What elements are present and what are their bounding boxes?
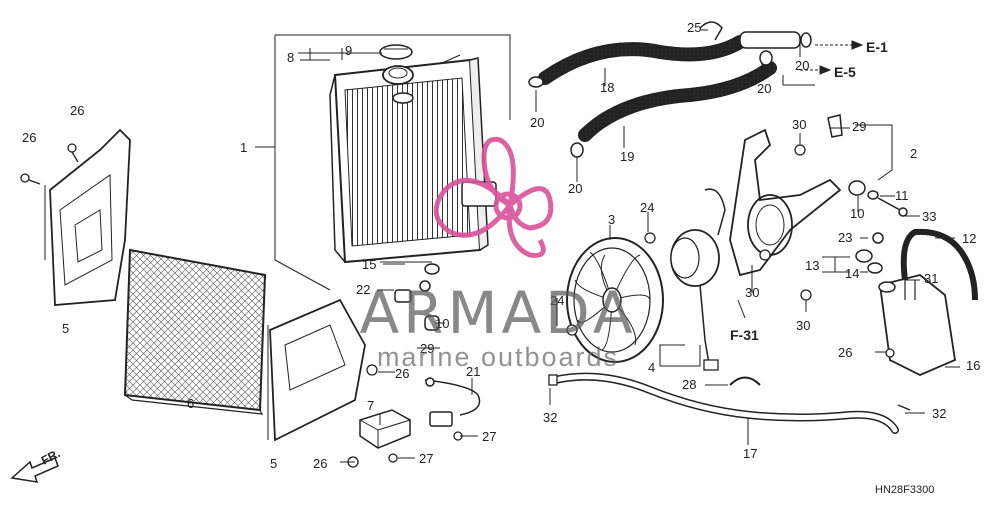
tube-clip: [548, 374, 911, 411]
radiator: [329, 57, 497, 275]
callout-c20b: 20: [568, 181, 582, 196]
callout-c30a: 30: [792, 117, 806, 132]
filler-neck: [382, 65, 414, 85]
callout-c28: 28: [682, 377, 696, 392]
callout-c18: 18: [600, 80, 614, 95]
callout-c26d: 26: [313, 456, 327, 471]
callout-c5b: 5: [270, 456, 277, 471]
reference-e5[interactable]: E-5: [834, 64, 856, 80]
callout-c5a: 5: [62, 321, 69, 336]
callout-c24b: 24: [550, 293, 564, 308]
reserve-tank-hose: [900, 228, 978, 301]
callout-c15: 15: [362, 257, 376, 272]
callout-c21: 21: [466, 364, 480, 379]
callout-c24a: 24: [640, 200, 654, 215]
callout-c23: 23: [838, 230, 852, 245]
callout-c25: 25: [687, 20, 701, 35]
callout-c8: 8: [287, 50, 294, 65]
fan-shroud: [729, 128, 842, 277]
callout-c10a: 10: [435, 316, 449, 331]
callout-c20c: 20: [757, 81, 771, 96]
callout-c31: 31: [924, 271, 938, 286]
cooling-fan: [566, 237, 664, 363]
callout-c32b: 32: [932, 406, 946, 421]
front-arrow-icon: [10, 456, 59, 483]
watermark-brand: ARMADA: [359, 279, 636, 347]
callout-c14: 14: [845, 266, 859, 281]
hose-clamp: [528, 32, 812, 158]
watermark-text: ARMADA marine outboards: [359, 279, 636, 372]
side-cover-right: [267, 298, 366, 442]
callout-c9: 9: [345, 43, 352, 58]
reserve-tank: [878, 274, 956, 376]
reference-arrow: [800, 40, 864, 75]
thermo-switch-harness: [424, 377, 481, 427]
callout-c20a: 20: [530, 115, 544, 130]
callout-c20d: 20: [795, 58, 809, 73]
washer: [848, 180, 908, 217]
overflow-tube: [551, 372, 899, 434]
hose-clip: [699, 21, 723, 41]
bolt: [20, 143, 79, 185]
callout-c26b: 26: [22, 130, 36, 145]
callout-c16: 16: [966, 358, 980, 373]
callout-c13: 13: [805, 258, 819, 273]
callout-c12: 12: [962, 231, 976, 246]
side-cover-left: [44, 128, 131, 306]
bolt: [347, 364, 463, 468]
callout-c30c: 30: [796, 318, 810, 333]
radiator-hose-lower: [578, 61, 777, 142]
stay-clip: [827, 114, 843, 138]
callout-c17: 17: [743, 446, 757, 461]
callout-c29a: 29: [420, 341, 434, 356]
reference-f31[interactable]: F-31: [730, 327, 759, 343]
callout-c26a: 26: [70, 103, 84, 118]
radiator-hose-upper: [538, 31, 801, 85]
mesh-screen: [123, 248, 267, 415]
callout-c26e: 26: [838, 345, 852, 360]
callout-c27a: 27: [482, 429, 496, 444]
mount-rubber: [419, 280, 440, 331]
callout-c27b: 27: [419, 451, 433, 466]
callout-c7: 7: [367, 398, 374, 413]
diagram-code: HN28F3300: [875, 484, 934, 496]
thermo-sensor: [394, 289, 412, 303]
callout-c6: 6: [187, 396, 194, 411]
callout-c1: 1: [240, 140, 247, 155]
callout-c10b: 10: [850, 206, 864, 221]
reference-e1[interactable]: E-1: [866, 39, 888, 55]
bolt: [885, 348, 895, 358]
callout-c2: 2: [910, 146, 917, 161]
reserve-tank-cap: [855, 232, 884, 274]
relay: [359, 409, 411, 449]
callout-c22: 22: [356, 282, 370, 297]
callout-c29b: 29: [852, 119, 866, 134]
callout-c19: 19: [620, 149, 634, 164]
wire-band: [729, 376, 761, 386]
watermark-logo: [433, 136, 554, 258]
callout-c4: 4: [648, 360, 655, 375]
callout-c11: 11: [895, 188, 909, 203]
callout-c30b: 30: [745, 285, 759, 300]
callout-c3: 3: [608, 212, 615, 227]
leader-lines: [298, 29, 960, 463]
callout-c33: 33: [922, 209, 936, 224]
radiator-cap: [379, 44, 413, 60]
bolt: [566, 144, 812, 336]
callout-c32a: 32: [543, 410, 557, 425]
callout-c26c: 26: [395, 366, 409, 381]
watermark-tagline: marine outboards: [377, 342, 619, 372]
fan-motor: [670, 188, 726, 371]
